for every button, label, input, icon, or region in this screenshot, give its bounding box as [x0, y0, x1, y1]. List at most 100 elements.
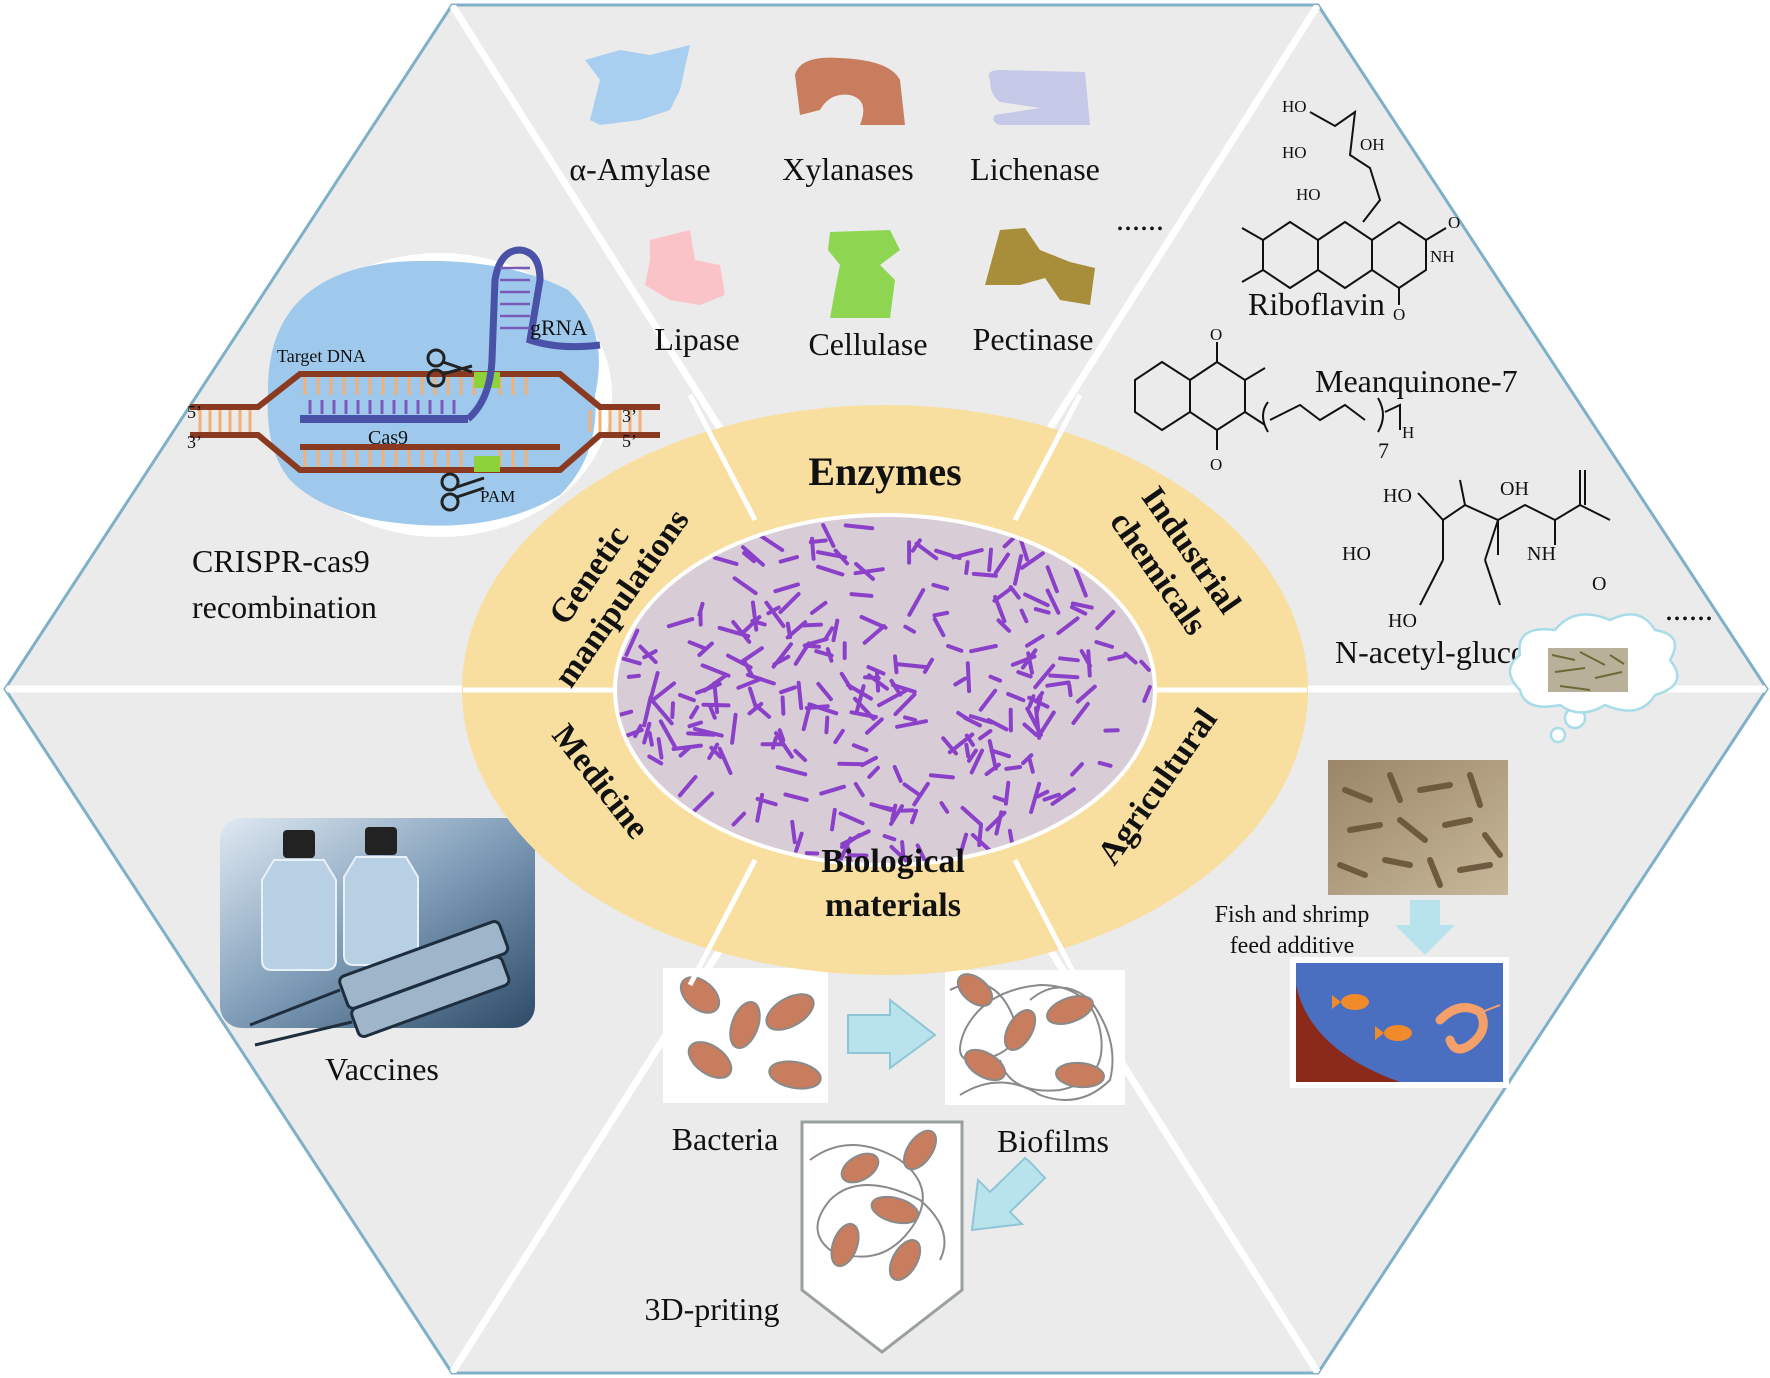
bacterium-speck: [816, 564, 845, 577]
bacterium-speck: [914, 541, 939, 561]
bacterium-speck: [810, 536, 816, 561]
bacteria-cells: [679, 976, 822, 1090]
ring-label-enzymes: Enzymes: [808, 449, 961, 494]
bacterium-speck: [986, 718, 1009, 732]
bacterium-speck: [839, 833, 862, 849]
enzymes-panel: α-Amylase Xylanases Lichenase Lipase Cel…: [569, 45, 1164, 362]
bacterium-speck: [804, 637, 829, 647]
fish-icon: [1375, 1025, 1412, 1041]
shrimp-icon: [1435, 1003, 1501, 1054]
medicine-panel: Vaccines: [220, 818, 535, 1087]
bacterium-speck: [1073, 566, 1088, 598]
riboflavin-structure: [1241, 109, 1447, 305]
bacterium-speck: [851, 743, 869, 753]
bacterium-speck: [889, 804, 904, 826]
bacterium-speck: [1086, 649, 1092, 678]
bacterium-speck: [1142, 685, 1152, 703]
bacterium-speck: [700, 663, 731, 678]
bacterium-speck: [1067, 683, 1073, 698]
agri-panel: Fish and shrimp feed additive: [1215, 613, 1679, 1088]
scissors-icon: [440, 472, 485, 512]
nag-ho-3: HO: [1388, 610, 1417, 632]
enzyme-label-amylase: α-Amylase: [569, 151, 710, 187]
bacterium-speck: [1020, 551, 1045, 570]
vial-icon: [261, 830, 337, 971]
feed-caption-line2: feed additive: [1230, 933, 1355, 959]
bacterium-speck: [846, 683, 873, 701]
bacterium-speck: [743, 660, 755, 678]
bacterium-speck: [928, 773, 955, 780]
riboflavin-nh: NH: [1430, 247, 1455, 266]
bacterium-speck: [978, 729, 993, 741]
aquaculture-scene: [1290, 957, 1509, 1088]
bacterium-speck: [1070, 601, 1094, 610]
bacterium-speck: [775, 765, 808, 777]
bacterium-speck: [678, 693, 696, 703]
ring-label-biological-1: Biological: [821, 843, 965, 880]
bacterium-speck: [692, 726, 724, 738]
bacterium-speck: [1071, 701, 1090, 725]
bacterium-speck: [687, 720, 703, 729]
bacterium-speck: [1025, 634, 1045, 648]
bacterium-speck: [816, 681, 833, 702]
bacterium-speck: [747, 701, 764, 716]
bacterium-speck: [1013, 554, 1024, 586]
bacterium-speck: [686, 731, 716, 737]
enzyme-label-lichenase: Lichenase: [970, 151, 1100, 187]
bacterium-speck: [996, 618, 1012, 633]
bacterium-speck: [801, 705, 812, 732]
bacterium-speck: [865, 717, 884, 735]
target-dna-label: Target DNA: [277, 346, 366, 366]
bacteria-specks: [617, 523, 1152, 865]
bacterium-speck: [964, 742, 971, 759]
bacterium-speck: [1107, 654, 1126, 662]
bacterium-speck: [1020, 648, 1038, 670]
bacterium-speck: [946, 644, 964, 653]
bacterium-speck: [1045, 680, 1071, 688]
bacterium-speck: [1048, 673, 1080, 680]
bacterium-speck: [736, 676, 763, 690]
bacterium-speck: [846, 846, 853, 864]
bacterium-speck: [796, 680, 804, 711]
grna-label: gRNA: [530, 315, 588, 340]
bacterium-speck: [741, 545, 765, 567]
bacterium-speck: [893, 692, 917, 717]
syringe-icon: [249, 920, 511, 1047]
menaquinone-subscript: 7: [1378, 438, 1389, 463]
bacterium-speck: [658, 719, 677, 749]
bacterium-speck: [879, 804, 896, 812]
arrow-right-icon: [847, 997, 937, 1070]
bacterium-speck: [780, 695, 786, 716]
bacterium-speck: [896, 662, 929, 670]
nag-ho-2: HO: [1342, 543, 1371, 565]
bacterium-speck: [951, 548, 984, 560]
bacterium-speck: [739, 646, 764, 665]
bacterium-speck: [1033, 607, 1051, 615]
riboflavin-o-1: O: [1448, 213, 1460, 232]
scissors-icon: [426, 348, 473, 388]
bacterium-speck: [1004, 765, 1022, 771]
bacterium-speck: [1027, 755, 1035, 774]
bacterium-speck: [853, 782, 865, 798]
menaquinone-structure: [1134, 342, 1401, 450]
three-prime-left: 3’: [187, 432, 202, 452]
bacterium-speck: [783, 792, 809, 802]
bacterium-speck: [1050, 787, 1076, 806]
bacterium-speck: [1070, 762, 1084, 777]
bacterium-speck: [891, 683, 917, 694]
riboflavin-o-2: O: [1393, 305, 1405, 324]
bacterium-speck: [712, 681, 720, 714]
bacterium-speck: [1034, 695, 1043, 716]
bacterium-speck: [1058, 656, 1080, 663]
bacterium-speck: [1023, 592, 1050, 608]
bacterium-speck: [1035, 789, 1050, 799]
bacterium-speck: [778, 555, 799, 564]
nag-structure: [1417, 470, 1611, 606]
bacterium-speck: [903, 715, 918, 722]
center-ring: Enzymes Genetic manipulations Industrial…: [462, 393, 1308, 987]
bacterium-speck: [1039, 710, 1056, 734]
menaquinone-o-top: O: [1210, 325, 1222, 344]
enzyme-label-xylanases: Xylanases: [782, 151, 914, 187]
bacterium-speck: [1021, 753, 1034, 766]
